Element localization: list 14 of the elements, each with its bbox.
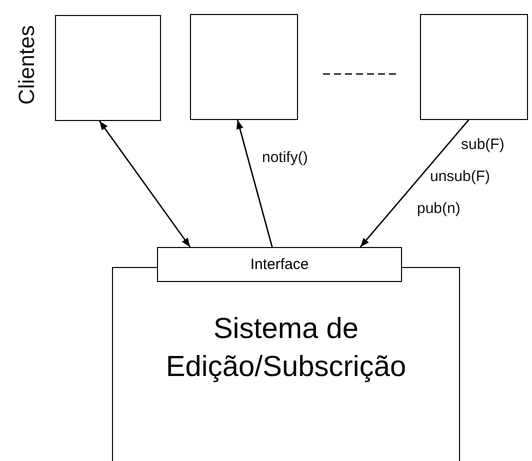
client-box	[420, 14, 528, 120]
interface-label: Interface	[250, 256, 309, 273]
client-box	[190, 14, 298, 120]
edge-label: notify()	[262, 149, 308, 166]
client-box	[55, 15, 161, 121]
arrow	[98, 120, 191, 248]
vertical-label: Clientes	[14, 25, 40, 105]
interface-box	[157, 247, 402, 282]
arrow	[360, 120, 470, 248]
method-label: sub(F)	[461, 136, 504, 153]
system-title: Sistema de Edição/Subscrição	[164, 312, 408, 385]
method-label: pub(n)	[417, 200, 460, 217]
method-label: unsub(F)	[430, 168, 490, 185]
arrow	[236, 120, 273, 248]
